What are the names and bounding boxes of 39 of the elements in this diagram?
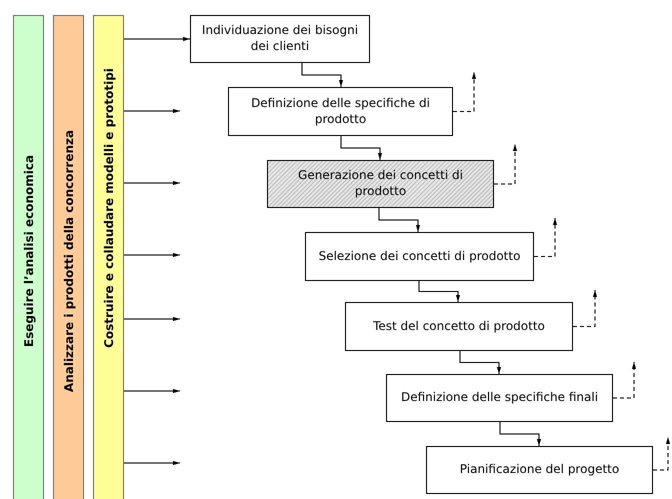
dashed-arrow: [612, 362, 636, 398]
box-label: Individuazione dei bisogni dei clienti: [200, 23, 360, 55]
arrow: [124, 108, 180, 114]
process-box: [305, 232, 534, 281]
arrow: [500, 422, 542, 446]
arrow: [124, 252, 180, 258]
bar-label: Costruire e collaudare modelli e prototipi: [102, 68, 116, 348]
box-label: Test del concetto di prodotto: [372, 318, 546, 334]
process-box: [228, 87, 453, 136]
box-label: Pianificazione del progetto: [458, 462, 620, 478]
dashed-arrow: [494, 144, 518, 184]
dashed-arrow: [572, 290, 598, 327]
process-box: [190, 15, 370, 63]
process-box: [345, 302, 573, 351]
bar-label: Analizzare i prodotti della concorrenza: [62, 130, 76, 392]
arrow: [460, 350, 502, 374]
process-box: [426, 446, 653, 494]
arrow: [418, 280, 460, 302]
arrow: [124, 316, 180, 322]
bar-label: Eseguire l’analisi economica: [22, 154, 36, 348]
dashed-arrow: [652, 436, 670, 470]
vertical-bar: [13, 15, 44, 499]
process-box: [386, 374, 613, 422]
arrow: [340, 136, 382, 160]
box-label: Generazione dei concetti di prodotto: [297, 168, 464, 200]
vertical-bar: [53, 15, 84, 499]
arrow: [124, 180, 180, 186]
dashed-arrow: [452, 72, 476, 112]
vertical-bar: [93, 15, 124, 499]
box-label: Selezione dei concetti di prodotto: [318, 248, 522, 264]
arrow: [124, 460, 180, 466]
box-label: Definizione delle specifiche di prodotto: [250, 96, 431, 128]
arrow: [124, 388, 180, 394]
process-box: [267, 160, 494, 208]
box-label: Definizione delle specifiche finali: [400, 390, 600, 406]
arrow: [302, 62, 344, 88]
dashed-arrow: [534, 218, 558, 257]
arrow: [124, 36, 190, 42]
arrow: [378, 208, 420, 232]
